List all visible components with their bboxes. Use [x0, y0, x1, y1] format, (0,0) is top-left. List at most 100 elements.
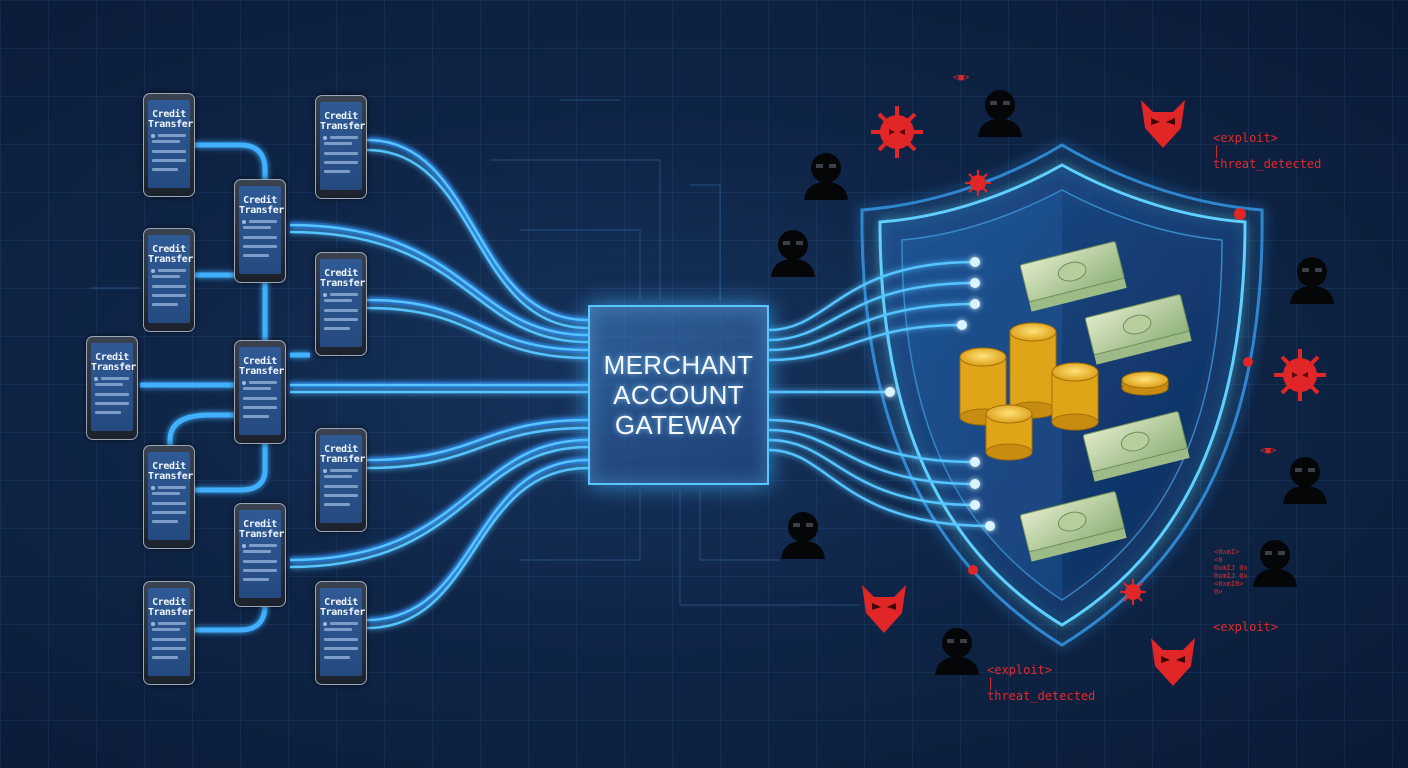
- hacker-icon: [771, 230, 815, 277]
- threat-code-block: <0xmI> <0 0xmIJ 0x 0xmIJ 0x <0xmI0> 0>: [1214, 548, 1248, 596]
- phone-text-line: [152, 303, 178, 306]
- phone-text-line: [324, 475, 352, 478]
- phone-text-line: [324, 494, 358, 497]
- phone-text-line: [324, 503, 350, 506]
- gateway-label-line2: ACCOUNT: [613, 380, 744, 410]
- hacker-icon: [804, 153, 848, 200]
- hacker-icon: [1283, 457, 1327, 504]
- phone-bullet: [323, 136, 327, 140]
- circuit-traces: [90, 99, 860, 606]
- threat-detected-bottom: threat_detected: [987, 689, 1096, 703]
- hacker-icon: [781, 512, 825, 559]
- hacker-icon: [935, 628, 979, 675]
- phone-text-line: [152, 638, 186, 641]
- devil-mask-icon: [1151, 638, 1195, 686]
- phone-text-line: [324, 170, 350, 173]
- merchant-account-gateway: MERCHANT ACCOUNT GATEWAY: [588, 305, 769, 485]
- phone-text-line: [95, 393, 129, 396]
- phone-text-line: [324, 309, 358, 312]
- phone-text-line: [243, 236, 277, 239]
- phone-text-line: [95, 383, 123, 386]
- phone-text-line: [158, 486, 186, 489]
- phone-text-line: [158, 622, 186, 625]
- hacker-icon: [1290, 257, 1334, 304]
- threat-spark-icon: [1234, 208, 1246, 220]
- coin-stack: [959, 347, 1007, 426]
- phone-bullet: [323, 469, 327, 473]
- cash-stack: [1019, 241, 1127, 312]
- phone-text-line: [243, 387, 271, 390]
- threat-spark-icon: [1243, 357, 1253, 367]
- threat-tag-right: <exploit>: [1213, 620, 1279, 634]
- threat-pipe-top: |: [1213, 144, 1221, 158]
- phone-text-line: [330, 136, 358, 139]
- devil-mask-icon: [862, 585, 906, 633]
- phone-text-line: [324, 142, 352, 145]
- phone-bullet: [151, 134, 155, 138]
- phone-text-line: [324, 638, 358, 641]
- phone-text-line: [152, 520, 178, 523]
- phone-text-line: [101, 377, 129, 380]
- gateway-inbound-links: [289, 136, 589, 630]
- hacker-icons: [771, 90, 1334, 675]
- threat-spark-icon: [968, 565, 978, 575]
- phone-text-line: [249, 544, 277, 547]
- virus-icons: [871, 106, 1326, 605]
- phone-bullet: [151, 622, 155, 626]
- phone-text-line: [330, 469, 358, 472]
- gateway-outbound-links: [768, 260, 991, 528]
- phone-text-line: [243, 550, 271, 553]
- phone-text-line: [152, 628, 180, 631]
- virus-icon: [1120, 579, 1146, 605]
- gateway-label-line1: MERCHANT: [603, 350, 754, 380]
- devil-icons: [862, 100, 1195, 686]
- phone-text-line: [152, 492, 180, 495]
- phone-text-line: [324, 318, 358, 321]
- phone-text-line: [95, 411, 121, 414]
- phone-text-line: [158, 134, 186, 137]
- phone-text-line: [324, 152, 358, 155]
- phone-text-line: [243, 569, 277, 572]
- phone-bullet: [323, 293, 327, 297]
- virus-icon: [871, 106, 923, 158]
- virus-icon: [965, 170, 991, 196]
- phone-text-line: [152, 159, 186, 162]
- phone-text-line: [152, 656, 178, 659]
- phone-text-line: [324, 656, 350, 659]
- phone-text-line: [243, 245, 277, 248]
- threat-glyph-top: <■>: [953, 73, 970, 83]
- cash-stack: [1084, 294, 1192, 365]
- phone-text-line: [152, 150, 186, 153]
- hacker-icon: [978, 90, 1022, 137]
- phone-text-line: [243, 560, 277, 563]
- link-endpoints: [885, 257, 995, 531]
- phone-text-line: [324, 485, 358, 488]
- phone-bullet: [151, 486, 155, 490]
- phone-text-line: [330, 622, 358, 625]
- threat-tag-top: <exploit>: [1213, 131, 1279, 145]
- coin-stack: [985, 404, 1033, 461]
- phone-text-line: [324, 161, 358, 164]
- phone-bullet: [242, 381, 246, 385]
- phone-text-line: [152, 275, 180, 278]
